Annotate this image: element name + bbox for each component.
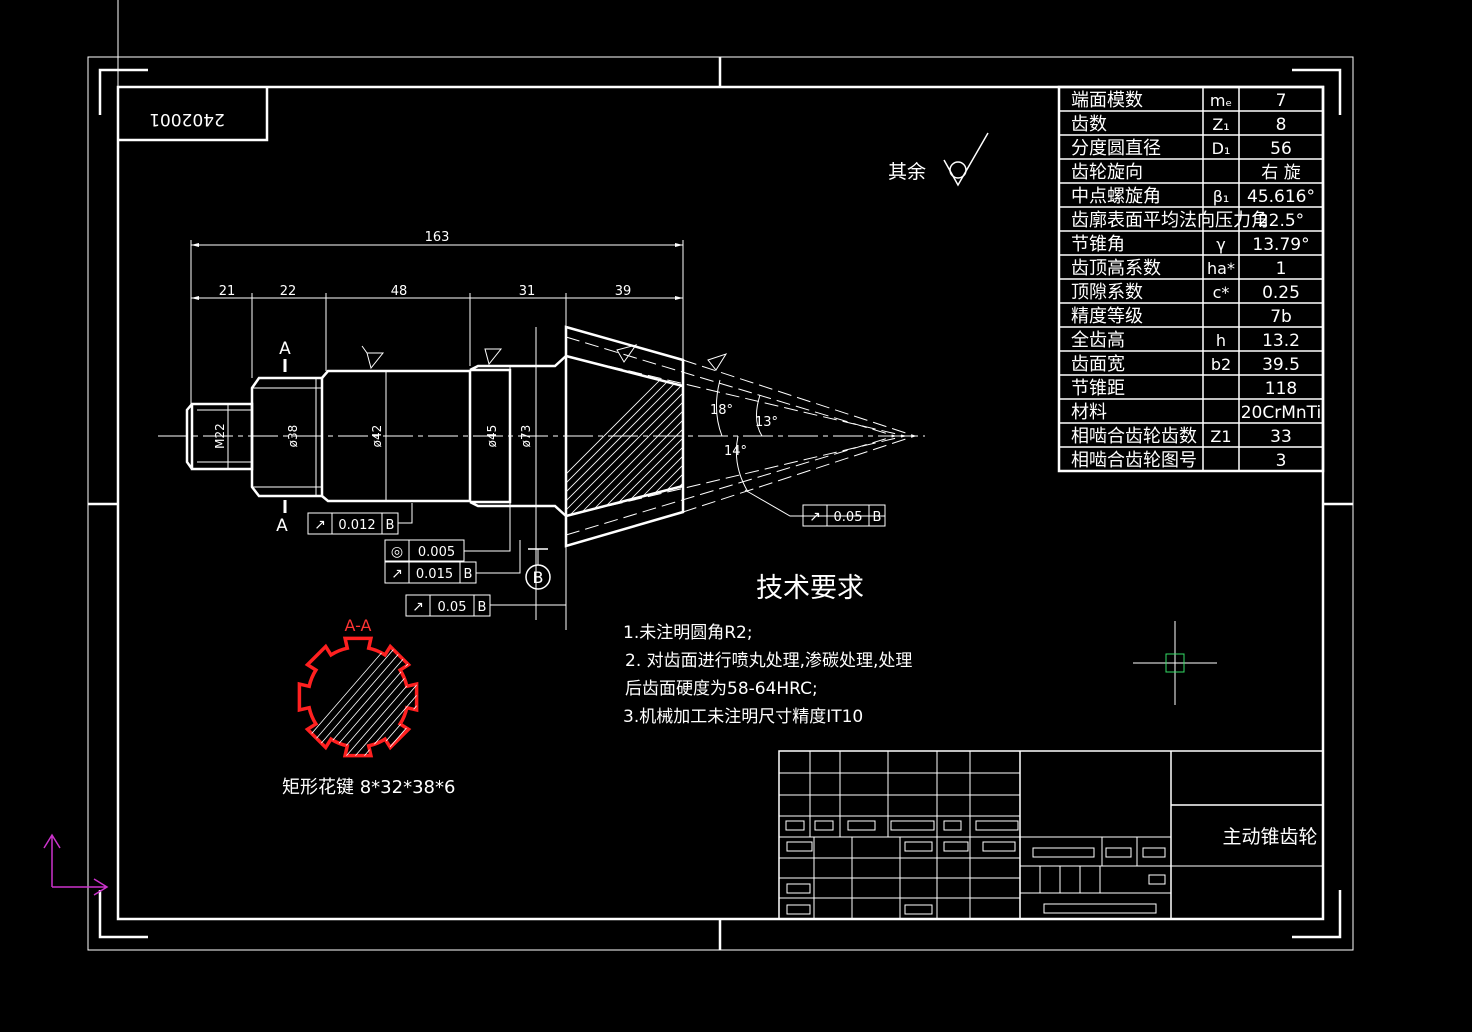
roughness-label: 其余 — [888, 161, 926, 183]
param-value: 33 — [1270, 427, 1292, 447]
section-mark-bottom: A — [276, 516, 288, 536]
param-symbol: c* — [1213, 283, 1230, 302]
tolerance-value: 0.012 — [338, 518, 375, 533]
tech-line-3: 后齿面硬度为58-64HRC; — [625, 679, 818, 699]
tolerance-symbol: ↗ — [809, 509, 821, 525]
dim-total: 163 — [425, 230, 450, 245]
dim-thread: M22 — [213, 423, 227, 449]
dim-seg2: 22 — [280, 284, 297, 299]
param-value: 0.25 — [1262, 283, 1300, 303]
tech-requirements: 技术要求 1.未注明圆角R2; 2. 对齿面进行喷丸处理,渗碳处理,处理 后齿面… — [623, 573, 912, 727]
param-value: 56 — [1270, 139, 1292, 159]
dim-shaft3: ø73 — [519, 425, 533, 448]
tolerance-value: 0.015 — [416, 567, 453, 582]
ucs-icon — [43, 833, 109, 896]
tech-title: 技术要求 — [756, 573, 864, 604]
spline-section: A-A 矩形花键 8*32*38*6 — [282, 616, 455, 798]
drawing-number-box: 2402001 — [118, 87, 269, 142]
dimension-set: 163 21 22 48 31 39 M22 ø38 ø42 ø45 ø73 1… — [191, 230, 778, 493]
param-value: 右 旋 — [1261, 163, 1300, 183]
gear-hatch — [566, 356, 683, 516]
param-value: 3 — [1276, 451, 1287, 471]
dim-spline: ø38 — [286, 425, 300, 448]
param-symbol: Z₁ — [1212, 115, 1229, 134]
dim-angle-a: 18° — [710, 403, 733, 418]
param-name: 齿顶高系数 — [1071, 258, 1161, 279]
param-value: 22.5° — [1258, 211, 1304, 231]
dim-seg1: 21 — [219, 284, 236, 299]
param-value: 39.5 — [1262, 355, 1300, 375]
param-symbol: γ — [1216, 235, 1225, 254]
drawing-frame — [87, 0, 1354, 951]
param-symbol: h — [1216, 331, 1226, 350]
tolerance-symbol: ↗ — [412, 599, 424, 615]
tech-line-4: 3.机械加工未注明尺寸精度IT10 — [623, 707, 863, 727]
tolerance-symbol: ◎ — [391, 544, 403, 560]
dim-shaft2: ø45 — [485, 425, 499, 448]
tolerance-ref: B — [386, 518, 395, 533]
param-name: 端面模数 — [1071, 90, 1143, 111]
section-title: A-A — [345, 616, 372, 635]
param-name: 相啮合齿轮齿数 — [1071, 426, 1197, 447]
datum-b: B — [533, 568, 544, 587]
param-name: 全齿高 — [1071, 330, 1125, 351]
param-symbol: mₑ — [1210, 91, 1232, 110]
param-name: 中点螺旋角 — [1071, 186, 1161, 207]
param-value: 8 — [1276, 115, 1287, 135]
param-name: 齿轮旋向 — [1071, 162, 1143, 183]
tolerance-frames: ↗ B 0.012 ◎ 0.005 ↗ B 0.015 ↗ B 0.05 ↗ B 0.05 — [307, 489, 886, 617]
crosshair-cursor — [1133, 621, 1217, 705]
param-name: 顶隙系数 — [1071, 282, 1143, 303]
param-name: 节锥角 — [1071, 234, 1125, 255]
param-symbol: β₁ — [1213, 187, 1230, 206]
param-symbol: b2 — [1211, 355, 1231, 374]
part-name: 主动锥齿轮 — [1222, 826, 1317, 848]
param-value: 118 — [1265, 379, 1297, 399]
param-name: 齿数 — [1071, 114, 1107, 135]
param-value: 20CrMnTi — [1241, 403, 1322, 423]
dim-seg5: 39 — [615, 284, 632, 299]
roughness-marks — [361, 344, 728, 371]
section-mark-top: A — [279, 339, 291, 359]
tech-line-1: 1.未注明圆角R2; — [623, 623, 753, 643]
tolerance-value: 0.05 — [438, 600, 467, 615]
param-value: 13.2 — [1262, 331, 1300, 351]
param-value: 7b — [1270, 307, 1292, 327]
param-name: 齿廓表面平均法向压力角 — [1071, 210, 1269, 231]
param-symbol: D₁ — [1212, 139, 1231, 158]
param-name: 齿面宽 — [1071, 354, 1125, 375]
dim-angle-c: 14° — [724, 444, 747, 459]
param-symbol: ha* — [1207, 259, 1235, 278]
tolerance-value: 0.005 — [418, 545, 455, 560]
tolerance-ref: B — [478, 600, 487, 615]
section-marks: A A B — [276, 339, 551, 590]
tolerance-value: 0.05 — [834, 510, 863, 525]
dim-shaft1: ø42 — [370, 425, 384, 448]
tolerance-ref: B — [464, 567, 473, 582]
dim-angle-b: 13° — [755, 415, 778, 430]
tech-line-2: 2. 对齿面进行喷丸处理,渗碳处理,处理 — [625, 651, 912, 671]
param-name: 节锥距 — [1071, 378, 1125, 399]
param-value: 13.79° — [1252, 235, 1309, 255]
dim-seg3: 48 — [391, 284, 408, 299]
tolerance-symbol: ↗ — [391, 566, 403, 582]
param-value: 1 — [1276, 259, 1287, 279]
param-name: 相啮合齿轮图号 — [1071, 450, 1197, 471]
tolerance-ref: B — [873, 510, 882, 525]
param-value: 7 — [1276, 91, 1287, 111]
drawing-number: 2402001 — [149, 109, 225, 129]
dim-seg4: 31 — [519, 284, 536, 299]
param-name: 材料 — [1071, 402, 1107, 423]
param-name: 分度圆直径 — [1071, 138, 1161, 159]
param-symbol: Z1 — [1210, 427, 1231, 446]
param-value: 45.616° — [1247, 187, 1315, 207]
roughness-note: 其余 — [888, 132, 989, 187]
tolerance-symbol: ↗ — [314, 517, 326, 533]
title-block: 主动锥齿轮 — [778, 750, 1324, 920]
param-name: 精度等级 — [1071, 306, 1143, 327]
spline-label: 矩形花键 8*32*38*6 — [282, 777, 455, 798]
